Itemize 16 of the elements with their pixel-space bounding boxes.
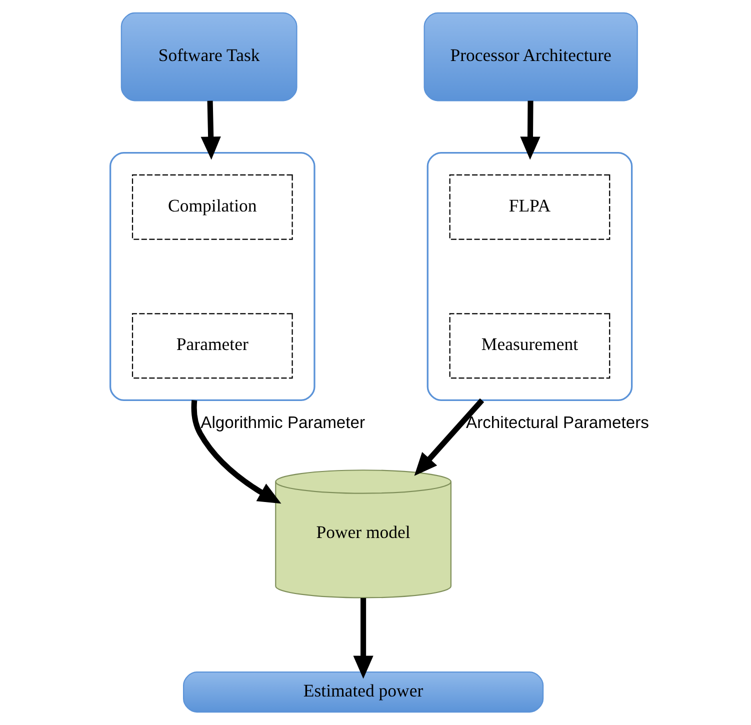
arrow (520, 100, 540, 160)
edge-label: Architectural Parameters (466, 412, 649, 432)
node-box: FLPA (449, 174, 610, 240)
node-box: Measurement (449, 313, 610, 379)
node-box: Software Task (120, 12, 298, 102)
node-box: Parameter (132, 313, 293, 379)
node-box: Estimated power (182, 672, 544, 713)
arrow (200, 100, 221, 160)
cluster (109, 152, 316, 402)
arrow (191, 400, 282, 504)
cluster (426, 152, 633, 402)
node-box: Compilation (132, 174, 293, 240)
node-box: Processor Architecture (424, 12, 638, 102)
edge-label: Algorithmic Parameter (200, 412, 366, 432)
arrow (414, 398, 484, 476)
arrow (353, 598, 374, 679)
